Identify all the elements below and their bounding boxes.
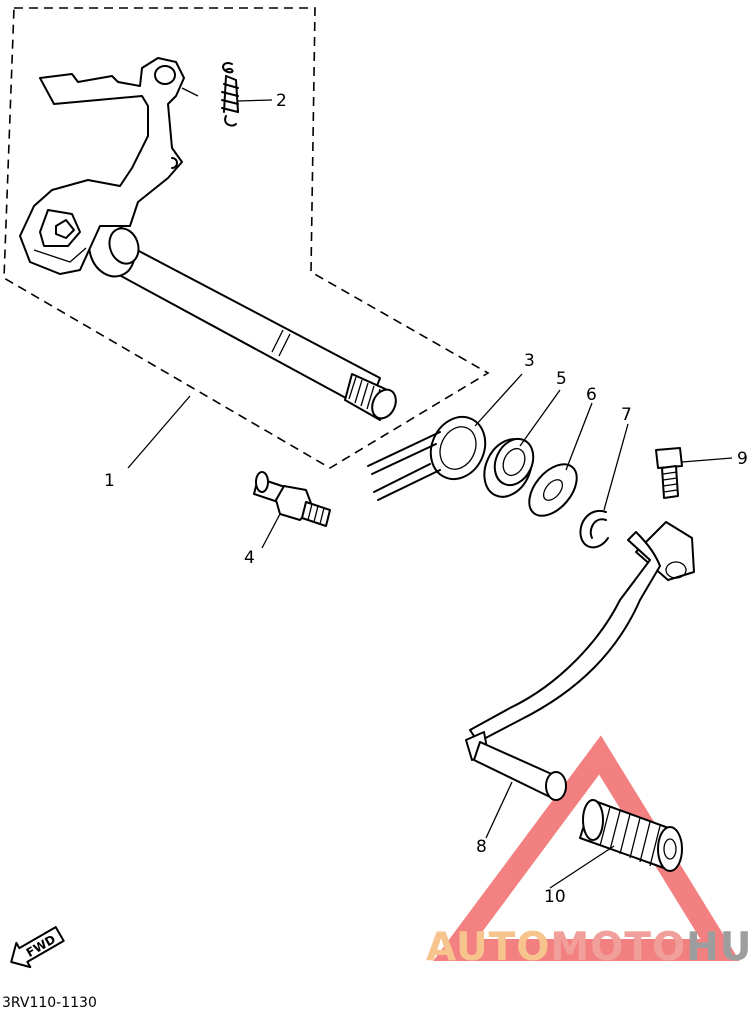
watermark-wordmark: AUTOMOTOHUB xyxy=(426,925,754,970)
washer xyxy=(528,463,578,517)
callout-2: 2 xyxy=(276,91,287,111)
part-code: 3RV110-1130 xyxy=(2,995,97,1011)
callout-8: 8 xyxy=(476,837,487,857)
callout-10: 10 xyxy=(544,887,566,907)
circlip xyxy=(579,509,609,549)
watermark-hub: HUB xyxy=(686,925,754,970)
return-spring xyxy=(367,415,487,501)
callout-1: 1 xyxy=(104,471,115,491)
assembly-outline xyxy=(3,7,490,469)
callout-7: 7 xyxy=(621,405,632,425)
watermark-moto: MOTO xyxy=(550,925,686,970)
leader-lines xyxy=(127,99,733,889)
fwd-direction-arrow: FWD xyxy=(10,926,65,969)
callout-3: 3 xyxy=(524,351,535,371)
callout-9: 9 xyxy=(737,449,748,469)
stopper-bolt xyxy=(253,471,331,527)
pedal-rubber xyxy=(579,799,683,872)
oil-seal xyxy=(483,437,535,498)
callout-labels: 1 2 3 4 5 6 7 8 9 10 xyxy=(104,91,748,907)
pinch-bolt xyxy=(655,447,683,499)
watermark-auto: AUTO xyxy=(426,925,550,970)
shift-pedal xyxy=(465,521,695,801)
callout-6: 6 xyxy=(586,385,597,405)
callout-5: 5 xyxy=(556,369,567,389)
callout-4: 4 xyxy=(244,548,255,568)
spring xyxy=(221,62,239,127)
shift-shaft-assembly xyxy=(19,57,397,421)
